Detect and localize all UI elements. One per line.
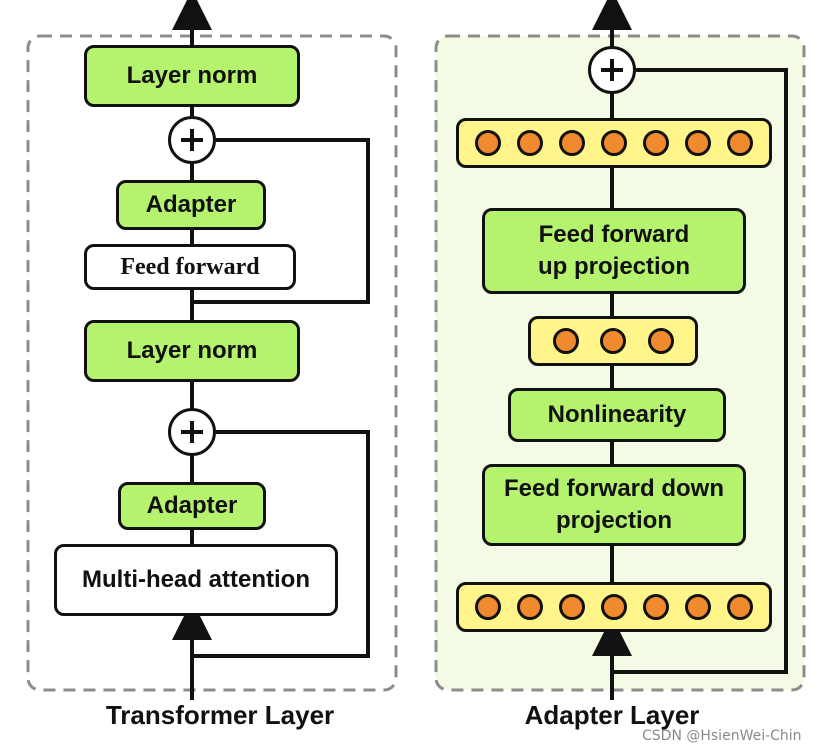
add-icon	[168, 408, 216, 456]
neuron-icon	[601, 130, 627, 156]
neuron-icon	[552, 328, 579, 354]
watermark: CSDN @HsienWei-Chin	[642, 728, 802, 744]
neuron-icon	[559, 130, 585, 156]
neuron-icon	[600, 328, 626, 354]
neuron-icon	[685, 130, 711, 156]
neuron-icon	[475, 130, 501, 156]
adapter-layer-title: Adapter Layer	[524, 700, 700, 730]
neuron-icon	[517, 594, 543, 620]
layer-norm-top: Layer norm	[84, 45, 300, 107]
neuron-icon	[727, 594, 753, 620]
transformer-layer-title: Transformer Layer	[105, 700, 335, 730]
neuron-icon	[685, 594, 711, 620]
neuron-bar-mid	[528, 316, 698, 366]
neuron-icon	[643, 594, 669, 620]
neuron-icon	[647, 328, 674, 354]
feed-forward: Feed forward	[84, 244, 296, 290]
neuron-icon	[727, 130, 753, 156]
adapter-bottom: Adapter	[118, 482, 266, 530]
neuron-icon	[559, 594, 585, 620]
adapter-top: Adapter	[116, 180, 266, 230]
neuron-icon	[643, 130, 669, 156]
feed-forward-down-projection: Feed forward down projection	[482, 464, 746, 546]
multi-head-attention: Multi-head attention	[54, 544, 338, 616]
neuron-icon	[475, 594, 501, 620]
add-icon	[168, 116, 216, 164]
add-icon	[588, 46, 636, 94]
nonlinearity: Nonlinearity	[508, 388, 726, 442]
neuron-icon	[601, 594, 627, 620]
layer-norm-mid: Layer norm	[84, 320, 300, 382]
feed-forward-up-projection: Feed forward up projection	[482, 208, 746, 294]
neuron-bar-bottom	[456, 582, 772, 632]
neuron-bar-top	[456, 118, 772, 168]
neuron-icon	[517, 130, 543, 156]
